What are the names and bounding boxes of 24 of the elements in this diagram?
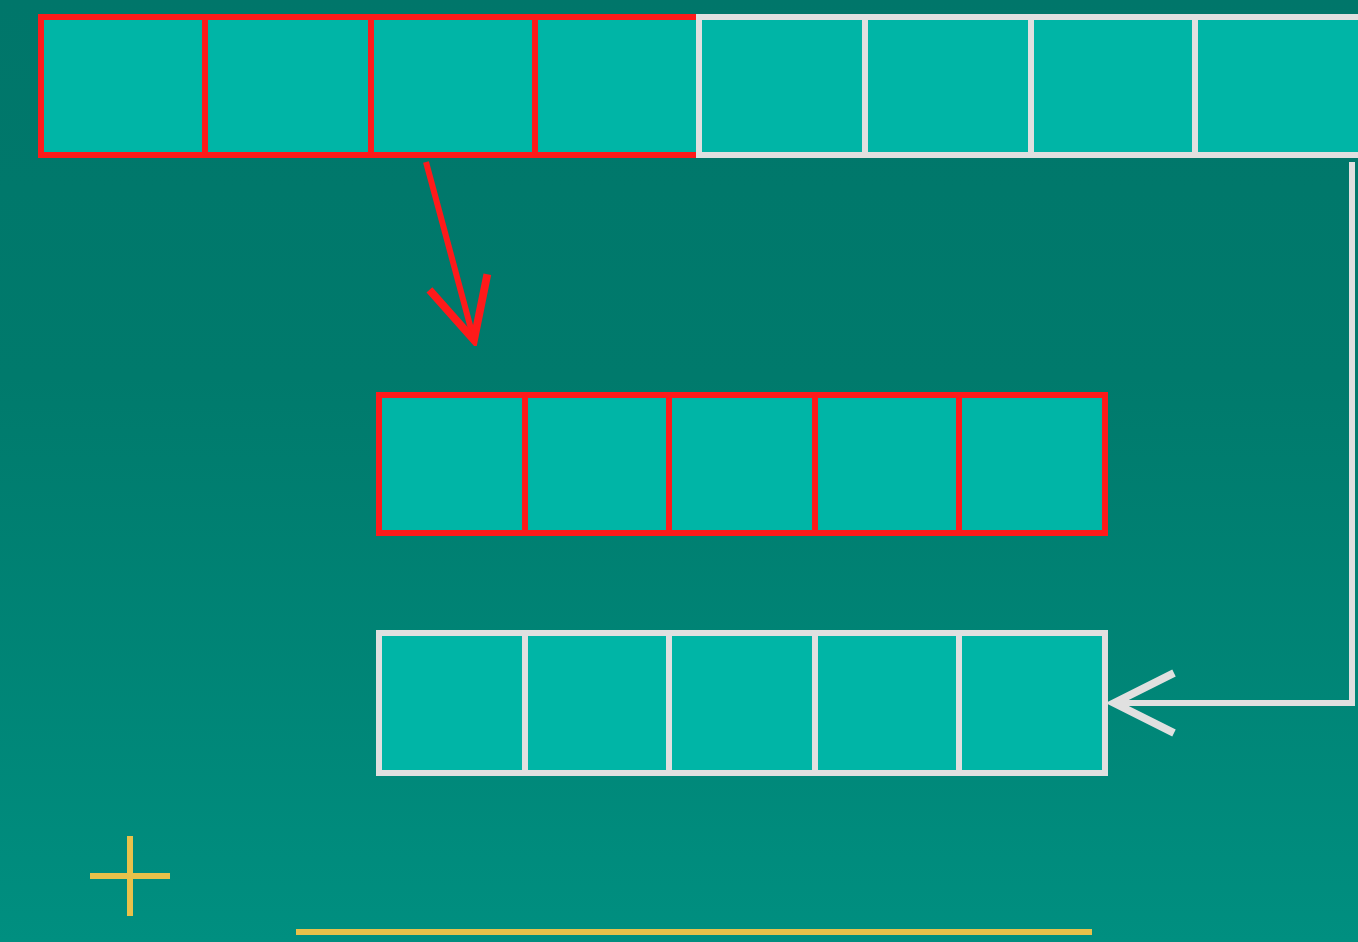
array-cell [672,636,818,770]
arrow [423,161,492,344]
array-cell [817,398,963,530]
array-cell [867,20,1033,152]
array-cell [537,20,696,152]
array-cell [208,20,373,152]
array-cell [817,636,963,770]
array-cell [382,398,528,530]
array-cell [44,20,209,152]
array-cell [373,20,538,152]
array-cell [962,398,1102,530]
array-cell [1033,20,1199,152]
array-cell [962,636,1102,770]
array-row [376,392,1108,536]
arrow [1110,162,1355,737]
array-cell [527,636,673,770]
array-cell [382,636,528,770]
array-cell [527,398,673,530]
array-row [38,14,702,158]
array-cell [1198,20,1358,152]
array-cell [702,20,868,152]
array-row [696,14,1358,158]
array-row [376,630,1108,776]
array-cell [672,398,818,530]
